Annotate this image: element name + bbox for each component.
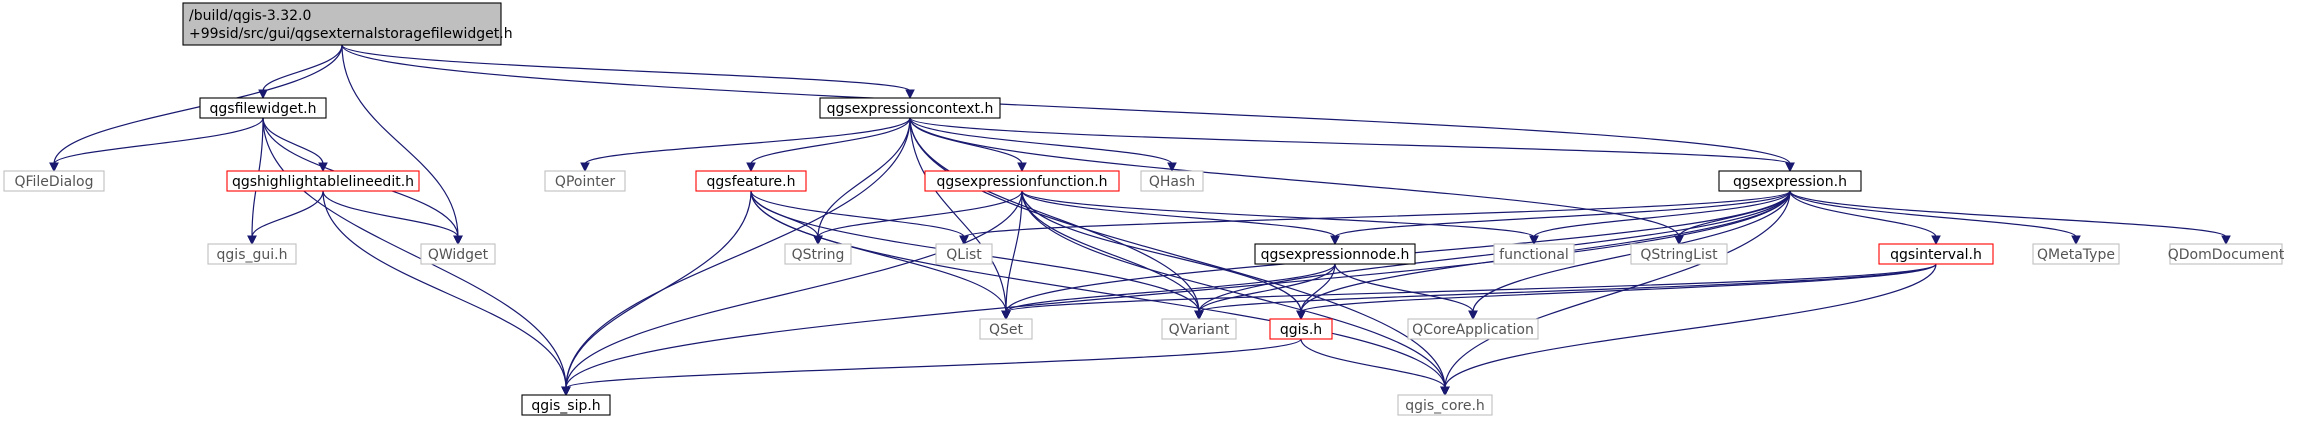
edge-qgshighlightablelineedit-h-to-qgis-sip-h: [322, 190, 571, 397]
node-label-qgsfilewidget-h: qgsfilewidget.h: [210, 101, 317, 117]
edge-qgshighlightablelineedit-h-to-qwidget: [322, 190, 463, 246]
node-qlist[interactable]: QList: [935, 243, 993, 265]
edge-qgsexpressioncontext-h-to-qgsexpressionfunction-h: [909, 117, 1027, 173]
node-qgsfeature-h[interactable]: qgsfeature.h: [695, 170, 807, 192]
edge-qgsexpressioncontext-h-to-qgsfeature-h: [746, 117, 911, 173]
node-label-qgsexpressionfunction-h: qgsexpressionfunction.h: [936, 174, 1107, 190]
edge-qgsfilewidget-h-to-qgshighlightablelineedit-h: [262, 117, 328, 173]
edge-qgsinterval-h-to-qgis-h: [1296, 263, 1937, 321]
node-label-qcoreapplication: QCoreApplication: [1412, 322, 1534, 338]
root-node-path-line2: +99sid/src/gui/qgsexternalstoragefilewid…: [189, 26, 513, 42]
edge-qgsfeature-h-to-qgis-sip-h: [561, 190, 752, 397]
graph-nodes: /build/qgis-3.32.0 +99sid/src/gui/qgsexte…: [3, 2, 2285, 416]
edge-qgsexpression-h-to-functional: [1529, 190, 1791, 246]
edge-qgsexpressioncontext-h-to-qhash: [909, 117, 1177, 173]
node-label-qmetatype: QMetaType: [2037, 247, 2115, 263]
node-label-qvariant: QVariant: [1169, 322, 1230, 338]
root-node-path-line1: /build/qgis-3.32.0: [189, 8, 311, 24]
node-label-qgis-gui-h: qgis_gui.h: [217, 247, 288, 263]
node-qgsinterval-h[interactable]: qgsinterval.h: [1878, 243, 1994, 265]
edge-qgsexpressionfunction-h-to-qgis-sip-h: [561, 190, 1023, 397]
edge-qgis-h-to-qgis-core-h: [1300, 338, 1450, 397]
node-qgsexpression-h[interactable]: qgsexpression.h: [1718, 170, 1862, 192]
node-qhash[interactable]: QHash: [1140, 170, 1204, 192]
node-root[interactable]: /build/qgis-3.32.0 +99sid/src/gui/qgsexte…: [182, 2, 513, 46]
node-functional[interactable]: functional: [1493, 243, 1575, 265]
node-label-qstringlist: QStringList: [1640, 247, 1718, 263]
edge-root-to-qgsfilewidget-h: [258, 44, 343, 100]
edge-qgsexpressionfunction-h-to-functional: [1021, 190, 1539, 246]
node-qgsexpressionnode-h[interactable]: qgsexpressionnode.h: [1254, 243, 1416, 265]
node-qcoreapplication[interactable]: QCoreApplication: [1407, 318, 1539, 340]
edge-qgsfeature-h-to-qgis-core-h: [750, 190, 1450, 397]
node-label-qgsinterval-h: qgsinterval.h: [1890, 247, 1982, 263]
node-qstring[interactable]: QString: [784, 243, 852, 265]
edge-root-to-qgsexpressioncontext-h: [341, 44, 915, 100]
node-qgsfilewidget-h[interactable]: qgsfilewidget.h: [199, 97, 327, 119]
node-qset[interactable]: QSet: [979, 318, 1033, 340]
node-label-qgsexpression-h: qgsexpression.h: [1733, 174, 1847, 190]
edge-qgsexpression-h-to-qlist: [959, 190, 1791, 246]
edge-qgsexpressioncontext-h-to-qpointer: [580, 117, 911, 173]
graph-edges: [49, 44, 2231, 397]
node-qgis-core-h[interactable]: qgis_core.h: [1397, 394, 1493, 416]
node-label-qgshighlightablelineedit-h: qgshighlightablelineedit.h: [232, 174, 414, 190]
edge-qgsexpressioncontext-h-to-qgis-sip-h: [561, 117, 911, 397]
node-qfiledialog[interactable]: QFileDialog: [3, 170, 105, 192]
edge-qgshighlightablelineedit-h-to-qgis-gui-h: [247, 190, 324, 246]
node-qpointer[interactable]: QPointer: [544, 170, 626, 192]
node-label-qgsexpressionnode-h: qgsexpressionnode.h: [1261, 247, 1410, 263]
edge-qgsexpressioncontext-h-to-qgsexpression-h: [909, 117, 1795, 173]
edge-qgsinterval-h-to-qvariant: [1194, 263, 1937, 321]
node-label-qgis-sip-h: qgis_sip.h: [531, 398, 600, 414]
edge-qgsexpression-h-to-qdomdocument: [1789, 190, 2231, 246]
node-label-qgis-h: qgis.h: [1280, 322, 1322, 338]
node-label-qgsfeature-h: qgsfeature.h: [707, 174, 796, 190]
node-label-qgis-core-h: qgis_core.h: [1405, 398, 1485, 414]
edge-qgsfilewidget-h-to-qfiledialog: [49, 117, 264, 173]
node-qgsexpressionfunction-h[interactable]: qgsexpressionfunction.h: [924, 170, 1120, 192]
node-qgis-gui-h[interactable]: qgis_gui.h: [207, 243, 297, 265]
edge-root-to-qwidget: [341, 44, 463, 246]
edge-qgsexpression-h-to-qgsexpressionnode-h: [1330, 190, 1791, 246]
edge-qgsexpression-h-to-qmetatype: [1789, 190, 2081, 246]
node-qstringlist[interactable]: QStringList: [1630, 243, 1728, 265]
node-label-qset: QSet: [989, 322, 1024, 338]
node-label-qdomdocument: QDomDocument: [2168, 247, 2285, 263]
node-label-qfiledialog: QFileDialog: [14, 174, 93, 190]
node-qgis-h[interactable]: qgis.h: [1269, 318, 1333, 340]
edge-qgsexpressionnode-h-to-qcoreapplication: [1334, 263, 1478, 321]
node-label-qgsexpressioncontext-h: qgsexpressioncontext.h: [827, 101, 994, 117]
node-qvariant[interactable]: QVariant: [1161, 318, 1237, 340]
node-label-qwidget: QWidget: [428, 247, 489, 263]
node-qgsexpressioncontext-h[interactable]: qgsexpressioncontext.h: [819, 97, 1001, 119]
edge-root-to-qgsexpression-h: [341, 44, 1795, 173]
node-qmetatype[interactable]: QMetaType: [2032, 243, 2120, 265]
node-qgshighlightablelineedit-h[interactable]: qgshighlightablelineedit.h: [226, 170, 420, 192]
node-label-qpointer: QPointer: [555, 174, 615, 190]
node-label-qlist: QList: [946, 247, 982, 263]
node-qdomdocument[interactable]: QDomDocument: [2168, 243, 2285, 265]
node-label-qhash: QHash: [1149, 174, 1195, 190]
edge-qgsexpressioncontext-h-to-qvariant: [909, 117, 1204, 321]
node-label-functional: functional: [1499, 247, 1569, 263]
edge-qgsexpressionfunction-h-to-qstring: [813, 190, 1023, 246]
edge-qgsexpression-h-to-qgsinterval-h: [1789, 190, 1941, 246]
node-qwidget[interactable]: QWidget: [420, 243, 496, 265]
node-label-qstring: QString: [792, 247, 845, 263]
node-qgis-sip-h[interactable]: qgis_sip.h: [521, 394, 611, 416]
edge-qgis-h-to-qgis-sip-h: [561, 338, 1302, 397]
edge-qgsinterval-h-to-qset: [1001, 263, 1937, 321]
